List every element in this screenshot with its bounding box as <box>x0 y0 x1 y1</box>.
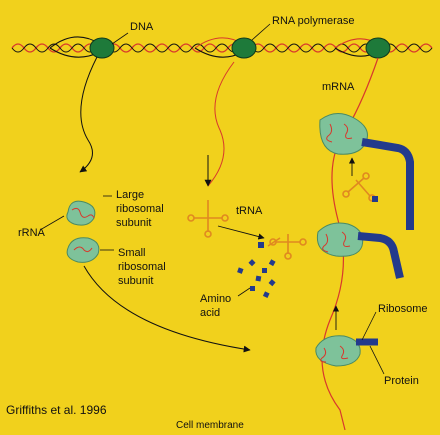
trna-charging-arrow <box>217 225 265 240</box>
rna-polymerase-3 <box>365 37 391 59</box>
large-ribosomal-subunit <box>66 200 96 226</box>
ribosome-label: Ribosome <box>378 303 428 315</box>
dna-helix <box>11 36 433 58</box>
dna-pointer <box>111 32 129 45</box>
mrna-label: mRNA <box>322 81 355 93</box>
small-subunit-rrna <box>73 246 93 253</box>
charged-trna <box>258 234 307 260</box>
rrna-transcript-arrow <box>79 56 98 173</box>
large-subunit-line-2: ribosomal <box>116 203 164 215</box>
protein-chain-top <box>361 138 414 230</box>
ribosome-top <box>319 113 414 230</box>
rna-polymerase-pointer <box>251 23 271 41</box>
cell-membrane-label: Cell membrane <box>176 420 244 431</box>
rrna-label: rRNA <box>18 227 46 239</box>
small-ribosomal-subunit <box>66 237 100 263</box>
small-subunit-line-1: Small <box>118 247 146 259</box>
amino-acid-pointer <box>237 287 251 297</box>
subunit-to-ribosome-arrow <box>83 265 251 353</box>
incoming-trna <box>342 172 378 202</box>
large-subunit-line-1: Large <box>116 189 144 201</box>
large-subunit-line-3: subunit <box>116 217 151 229</box>
small-subunit-line-2: ribosomal <box>118 261 166 273</box>
small-subunit-line-3: subunit <box>118 275 153 287</box>
dna-label: DNA <box>130 21 154 33</box>
credit-text: Griffiths et al. 1996 <box>6 403 107 417</box>
amino-acid-line-2: acid <box>200 307 220 319</box>
protein-pointer <box>369 345 385 375</box>
rna-polymerase-1 <box>89 37 115 59</box>
ribosome-middle <box>316 222 404 279</box>
ribosome-pointer <box>361 311 377 341</box>
rrna-pointer <box>39 215 65 231</box>
protein-chain-middle <box>357 232 404 279</box>
ribosome-bottom <box>315 335 378 367</box>
trna-molecule <box>187 200 229 238</box>
trna-label: tRNA <box>236 205 263 217</box>
rna-polymerase-label: RNA polymerase <box>272 15 355 27</box>
rna-polymerase-2 <box>231 37 257 59</box>
protein-label: Protein <box>384 375 419 387</box>
amino-acid-line-1: Amino <box>200 293 231 305</box>
large-subunit-rrna <box>71 207 95 219</box>
trna-transcript <box>207 61 235 187</box>
amino-acids <box>237 259 276 298</box>
